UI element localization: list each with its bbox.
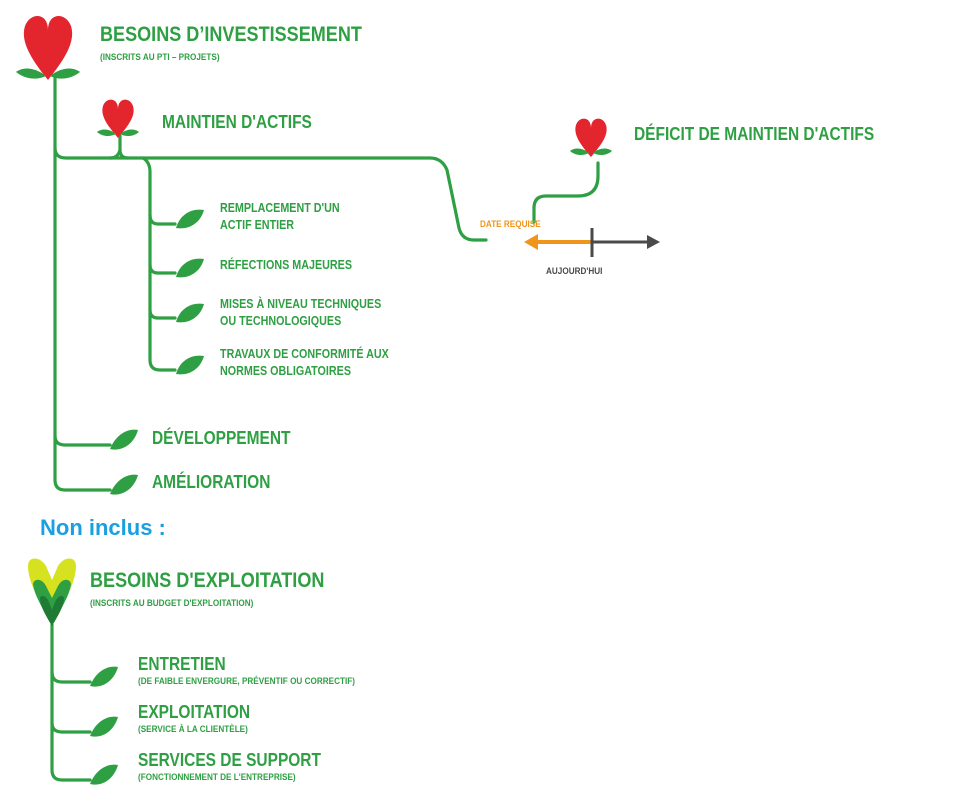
branch-maintien (53, 146, 488, 242)
leaf-icon (90, 666, 118, 687)
leaf-icon (176, 355, 204, 375)
heart-sprout-icon (16, 15, 80, 80)
leaf-icon (90, 764, 118, 785)
exploitation-item-subtitle: (SERVICE À LA CLIENTÈLE) (138, 724, 248, 735)
deficit-stem (532, 161, 600, 224)
maintien-stem-left (108, 148, 122, 160)
exploitation-item-subtitle: (DE FAIBLE ENVERGURE, PRÉVENTIF OU CORRE… (138, 676, 355, 687)
non-inclus-heading: Non inclus : (40, 515, 166, 540)
maintien-item-line: ACTIF ENTIER (220, 218, 295, 232)
trunk-exploitation (50, 623, 92, 782)
maintien-item-line: TRAVAUX DE CONFORMITÉ AUX (220, 347, 389, 361)
exploitation-subtitle: (INSCRITS AU BUDGET D'EXPLOITATION) (90, 598, 254, 609)
aujourdhui-label: AUJOURD'HUI (546, 266, 603, 277)
heart-sprout-icon (570, 118, 612, 157)
heart-sprout-icon (97, 99, 139, 138)
yellow-green-sprout-icon (28, 558, 76, 626)
exploitation-item-title: SERVICES DE SUPPORT (138, 750, 321, 770)
deficit-title: DÉFICIT DE MAINTIEN D'ACTIFS (634, 124, 875, 144)
maintien-title: MAINTIEN D'ACTIFS (162, 112, 312, 132)
branch-amelioration-label: AMÉLIORATION (152, 472, 271, 492)
exploitation-item: EXPLOITATION (SERVICE À LA CLIENTÈLE) (138, 702, 250, 735)
leaf-icon (90, 716, 118, 737)
maintien-stem (118, 134, 130, 160)
exploitation-item: SERVICES DE SUPPORT (FONCTIONNEMENT DE L… (138, 750, 321, 783)
branch-developpement-label: DÉVELOPPEMENT (152, 428, 291, 448)
exploitation-item-title: ENTRETIEN (138, 654, 226, 674)
investissement-title: BESOINS D’INVESTISSEMENT (100, 23, 362, 46)
exploitation-item: ENTRETIEN (DE FAIBLE ENVERGURE, PRÉVENTI… (138, 654, 355, 687)
arrow-right-icon (647, 235, 660, 249)
exploitation-title: BESOINS D'EXPLOITATION (90, 569, 325, 592)
arrow-left-icon (524, 234, 538, 250)
exploitation-item-title: EXPLOITATION (138, 702, 251, 722)
maintien-item-line: REMPLACEMENT D'UN (220, 201, 340, 215)
trunk-maintien (141, 156, 177, 372)
leaf-icon (176, 258, 204, 278)
leaf-icon (110, 429, 138, 450)
branch-developpement (53, 434, 112, 447)
trunk-investissement (53, 76, 112, 492)
investissement-subtitle: (INSCRITS AU PTI – PROJETS) (100, 52, 220, 63)
leaf-icon (176, 209, 204, 229)
exploitation-item-subtitle: (FONCTIONNEMENT DE L'ENTREPRISE) (138, 772, 296, 783)
maintien-item: TRAVAUX DE CONFORMITÉ AUX NORMES OBLIGAT… (220, 346, 389, 380)
maintien-item: MISES À NIVEAU TECHNIQUES OU TECHNOLOGIQ… (220, 296, 381, 330)
maintien-item: RÉFECTIONS MAJEURES (220, 257, 352, 274)
leaf-icon (176, 303, 204, 323)
maintien-item-line: NORMES OBLIGATOIRES (220, 364, 352, 378)
maintien-item-line: RÉFECTIONS MAJEURES (220, 258, 353, 272)
leaf-icon (110, 474, 138, 495)
timeline (524, 228, 660, 257)
maintien-item: REMPLACEMENT D'UN ACTIF ENTIER (220, 200, 340, 234)
maintien-item-line: OU TECHNOLOGIQUES (220, 314, 342, 328)
maintien-item-line: MISES À NIVEAU TECHNIQUES (220, 297, 382, 311)
date-requise-label: DATE REQUISE (480, 219, 541, 230)
